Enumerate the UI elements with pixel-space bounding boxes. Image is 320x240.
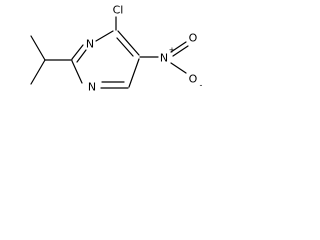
bond-c2-n1-double <box>76 49 87 63</box>
atom-chlorine: Cl <box>113 4 124 17</box>
bond-ch-ch3-top <box>30 35 46 61</box>
atom-labels: N N Cl N + O O - <box>86 4 203 94</box>
bond-nno2-o-top-double <box>172 45 189 57</box>
ring-bonds <box>71 30 140 89</box>
substituent-bonds <box>115 16 189 74</box>
charge-oxygen-bottom: - <box>200 81 203 90</box>
atom-n-top: N <box>86 38 94 51</box>
bond-c4-c5 <box>117 30 140 56</box>
atom-n-bottom: N <box>88 81 96 94</box>
bond-c2-n1 <box>71 44 84 60</box>
bond-n1-c4 <box>95 30 114 42</box>
bond-c5-c6 <box>128 58 140 88</box>
isopropyl-bonds <box>30 35 73 85</box>
bond-c4-c5-double <box>116 37 134 57</box>
atom-oxygen-top: O <box>189 32 198 45</box>
bond-nno2-o-top <box>170 41 187 53</box>
bond-n3-c2 <box>71 60 83 84</box>
bond-nno2-o-bottom <box>170 62 187 74</box>
charge-nitro-n: + <box>169 46 176 55</box>
bond-ch-ch3-bottom <box>30 59 46 85</box>
atom-nitro-n: N <box>160 52 168 65</box>
molecule-structure: N N Cl N + O O - <box>30 4 203 94</box>
atom-oxygen-bottom: O <box>189 73 198 86</box>
